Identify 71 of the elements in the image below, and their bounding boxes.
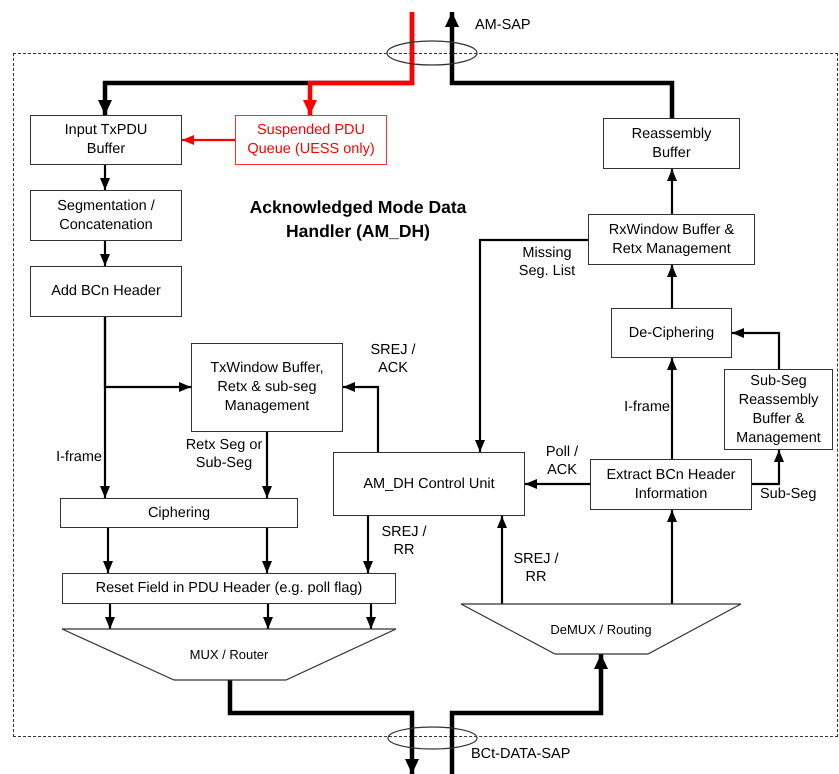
box-label: Ciphering xyxy=(148,504,210,522)
box-label: Sub-Seg Reassembly Buffer & Management xyxy=(735,372,822,448)
edge-label: SREJ / RR xyxy=(512,550,560,586)
interface-label: BCt-DATA-SAP xyxy=(471,746,570,762)
arrow xyxy=(303,12,414,115)
edge-label: Retx Seg or Sub-Seg xyxy=(184,436,264,472)
edge-label: SREJ / ACK xyxy=(369,341,417,377)
edge-label: Missing Seg. List xyxy=(518,244,576,280)
process-box xyxy=(30,190,182,241)
process-box xyxy=(588,214,755,265)
arrow xyxy=(104,317,191,392)
process-box xyxy=(590,459,752,510)
trapezoid-block xyxy=(461,604,741,654)
boundary-box xyxy=(13,53,838,737)
box-label: Reset Field in PDU Header (e.g. poll flag) xyxy=(96,579,362,598)
arrow xyxy=(263,604,273,629)
arrow xyxy=(182,135,235,145)
arrow xyxy=(366,604,376,629)
block-label: DeMUX / Routing xyxy=(550,622,652,636)
diagram-title: Acknowledged Mode Data Handler (AM_DH) xyxy=(248,196,468,243)
arrow xyxy=(667,169,677,214)
connector-line xyxy=(228,680,414,728)
trapezoid-block xyxy=(62,629,396,680)
arrow xyxy=(475,238,588,452)
block-label: MUX / Router xyxy=(190,647,268,662)
box-label: Add BCn Header xyxy=(51,282,161,301)
arrow xyxy=(667,510,677,604)
arrow xyxy=(732,328,780,369)
edge-label: I-frame xyxy=(623,398,670,416)
process-box xyxy=(611,308,732,358)
arrow xyxy=(405,728,419,774)
box-label: De-Ciphering xyxy=(628,324,714,342)
sap-ellipse xyxy=(386,40,478,66)
arrow xyxy=(100,241,110,266)
box-label: TxWindow Buffer, Retx & sub-seg Management xyxy=(209,359,325,416)
process-box xyxy=(62,573,396,604)
box-label: Suspended PDU Queue (UESS only) xyxy=(246,121,376,159)
edge-label: Sub-Seg xyxy=(760,485,818,503)
arrow xyxy=(262,432,272,498)
edge-label: SREJ / RR xyxy=(380,523,428,559)
arrow xyxy=(752,450,784,486)
arrow xyxy=(445,12,459,64)
box-label: Reassembly Buffer xyxy=(630,124,712,162)
arrow xyxy=(363,516,373,573)
edge-label: I-frame xyxy=(55,448,102,466)
process-box xyxy=(333,452,525,516)
arrow xyxy=(100,165,110,190)
arrow xyxy=(497,516,507,604)
process-box xyxy=(60,498,298,528)
process-box xyxy=(30,266,182,317)
box-label: RxWindow Buffer & Retx Management xyxy=(608,220,736,258)
arrow xyxy=(450,654,608,774)
arrow xyxy=(103,528,113,573)
arrow xyxy=(262,528,272,573)
arrow xyxy=(105,604,115,629)
edge-label: Poll / ACK xyxy=(544,443,580,479)
process-box xyxy=(603,118,740,169)
interface-label: AM-SAP xyxy=(475,17,531,33)
arrow xyxy=(525,479,590,489)
arrow xyxy=(343,382,380,452)
box-label: Input TxPDU Buffer xyxy=(64,121,148,159)
arrow xyxy=(667,358,677,459)
box-label: AM_DH Control Unit xyxy=(363,474,495,494)
process-box xyxy=(724,369,833,450)
box-label: Segmentation / Concatenation xyxy=(56,196,156,234)
process-box xyxy=(30,115,182,165)
process-box xyxy=(191,343,343,432)
arrow xyxy=(667,265,677,308)
box-label: Extract BCn Header Information xyxy=(606,466,736,504)
connector-line xyxy=(450,64,674,118)
process-box xyxy=(235,115,387,165)
